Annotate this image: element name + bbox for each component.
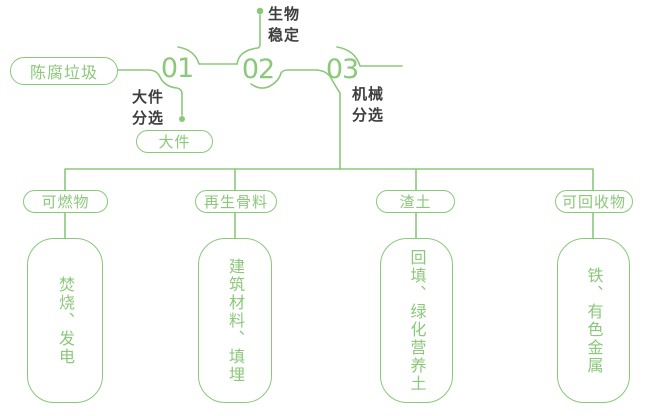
branch-recyclables-label: 可回收物 (561, 193, 626, 211)
step-1-annotation: 大件 分选 (132, 87, 164, 129)
branch-slag-soil-detail: 回填、绿化营养土 (407, 248, 427, 393)
step-2-annotation-line1: 生物 (268, 5, 301, 23)
arc-step1-to-step2 (177, 46, 238, 65)
arc-step2-up (236, 14, 261, 65)
branch-combustible-detail: 焚烧、发电 (56, 275, 75, 366)
step-3-number: 03 (325, 54, 359, 85)
branch-combustible-detail-box: 焚烧、发电 (27, 238, 103, 403)
branch-combustible-pill: 可燃物 (23, 190, 108, 213)
branch-recycled-aggregate-pill: 再生骨料 (195, 190, 277, 213)
step-1-annotation-line2: 分选 (132, 109, 165, 127)
branch-recycled-aggregate-detail: 建筑材料、填埋 (226, 257, 245, 384)
dot-bio-branch (256, 7, 264, 15)
distribution-bus (64, 168, 594, 191)
step-3-annotation-line2: 分选 (352, 106, 385, 124)
branch-recyclables-pill: 可回收物 (555, 190, 633, 213)
node-source-label: 陈腐垃圾 (29, 63, 98, 82)
branch-slag-soil-detail-box: 回填、绿化营养土 (380, 238, 453, 403)
node-bulky-output: 大件 (136, 130, 213, 153)
arc-step2-to-step3 (250, 69, 318, 89)
step-3-annotation: 机械 分选 (352, 84, 384, 126)
node-bulky-output-label: 大件 (158, 133, 191, 151)
dot-bulky-branch (179, 116, 185, 122)
branch-combustible-label: 可燃物 (41, 193, 90, 211)
branch-recyclables-detail-box: 铁、有色金属 (557, 238, 630, 403)
arc-step3-out (336, 46, 403, 67)
line-step3-down-feed (316, 69, 341, 170)
step-1-number: 01 (160, 53, 194, 84)
step-2-number: 02 (241, 54, 275, 85)
step-2-annotation-line2: 稳定 (268, 26, 301, 44)
node-source: 陈腐垃圾 (10, 57, 118, 85)
step-3-annotation-line1: 机械 (352, 85, 385, 103)
branch-recycled-aggregate-label: 再生骨料 (203, 193, 268, 211)
branch-slag-soil-pill: 渣土 (376, 190, 455, 213)
step-1-annotation-line1: 大件 (132, 88, 165, 106)
step-2-annotation: 生物 稳定 (268, 4, 300, 46)
branch-slag-soil-label: 渣土 (399, 193, 432, 211)
branch-recyclables-detail: 铁、有色金属 (584, 266, 604, 375)
line-source-to-step1 (117, 69, 183, 116)
branch-recycled-aggregate-detail-box: 建筑材料、填埋 (198, 238, 272, 403)
